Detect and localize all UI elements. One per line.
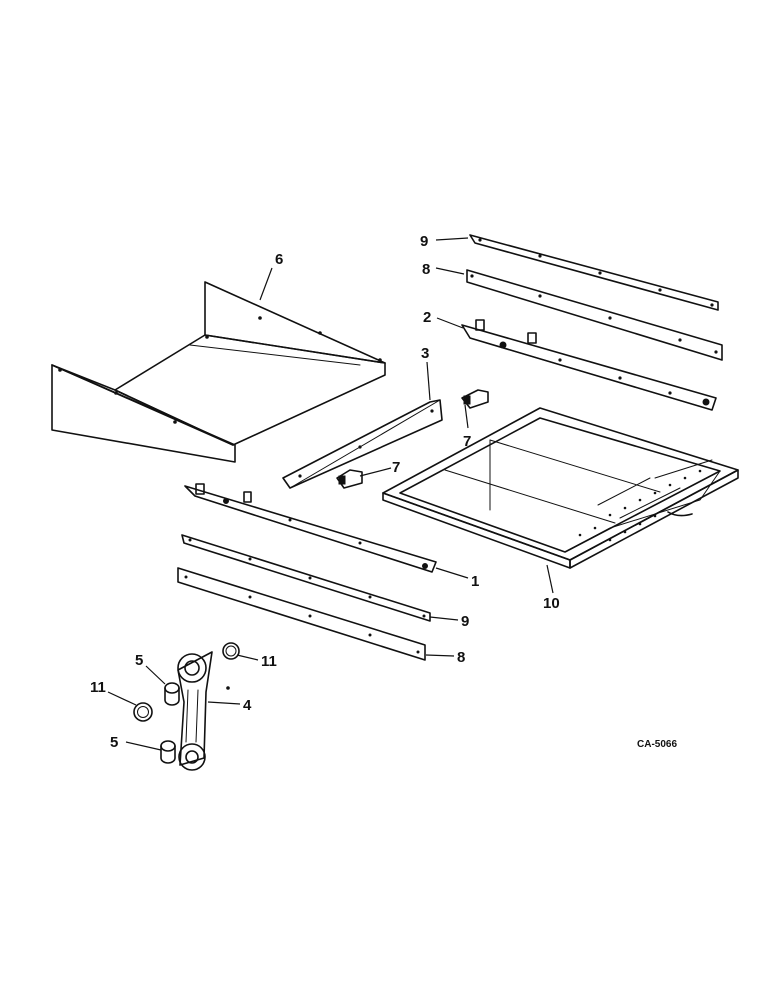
callout-8-top: 8	[422, 261, 430, 278]
part-9-top-strip	[469, 234, 719, 311]
callout-11-left: 11	[90, 679, 106, 696]
part-5-bushing-upper	[164, 682, 180, 706]
callout-5-upper: 5	[135, 652, 143, 669]
part-11-ring-left	[133, 702, 153, 722]
part-4-link-arm	[177, 651, 230, 771]
part-6-tray	[51, 281, 386, 463]
callout-9-bottom: 9	[461, 613, 469, 630]
part-10-frame	[382, 407, 739, 569]
callout-2: 2	[423, 309, 431, 326]
part-7-clip-upper	[461, 389, 489, 409]
leader-lines	[107, 237, 554, 751]
callout-11-right: 11	[261, 653, 277, 670]
callout-4: 4	[243, 697, 252, 714]
callout-9-top: 9	[420, 233, 428, 250]
part-9-bottom-strip	[181, 534, 431, 622]
part-11-ring-right	[222, 642, 240, 660]
part-3-angle-bar	[282, 399, 443, 489]
callout-7-upper: 7	[463, 433, 471, 450]
callout-1: 1	[471, 573, 479, 590]
part-8-bottom-strip	[177, 567, 426, 661]
callout-3: 3	[421, 345, 429, 362]
drawing-code: CA-5066	[637, 739, 677, 750]
callout-6: 6	[275, 251, 283, 268]
callout-5-lower: 5	[110, 734, 118, 751]
part-2-rail	[461, 319, 717, 411]
part-8-top-strip	[466, 269, 723, 361]
callout-10: 10	[543, 595, 560, 612]
part-1-rail	[184, 483, 437, 573]
callout-labels: 6 9 8 2 3 7 7 1 9 8 10 11 4 5 11 5	[90, 233, 560, 751]
part-7-clip-lower	[336, 469, 363, 489]
callout-7-lower: 7	[392, 459, 400, 476]
callout-8-bottom: 8	[457, 649, 465, 666]
part-5-bushing-lower	[160, 740, 176, 764]
